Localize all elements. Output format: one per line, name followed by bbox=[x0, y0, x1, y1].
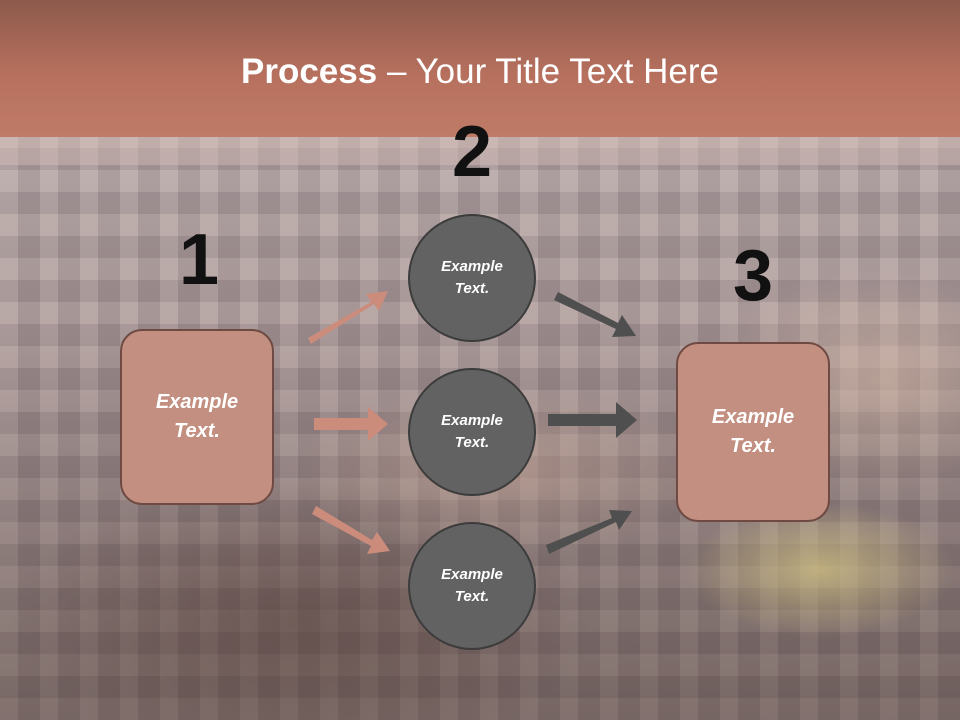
step-number-3: 3 bbox=[732, 236, 774, 316]
step-2-circle-3[interactable]: Example Text. bbox=[408, 522, 536, 650]
arrow-2a-to-3 bbox=[554, 292, 636, 337]
arrow-2b-to-3 bbox=[548, 402, 637, 438]
title-band bbox=[0, 137, 960, 165]
step-2-circle-2[interactable]: Example Text. bbox=[408, 368, 536, 496]
step-1-box[interactable]: Example Text. bbox=[120, 329, 274, 505]
step-3-text: Example Text. bbox=[711, 406, 795, 457]
step-1-text: Example Text. bbox=[155, 391, 239, 442]
step-number-1: 1 bbox=[178, 220, 220, 300]
title-bold: Process bbox=[241, 52, 378, 91]
step-2-circle-2-text: Example Text. bbox=[441, 411, 503, 452]
step-2-circle-1[interactable]: Example Text. bbox=[408, 214, 536, 342]
title-rest: – Your Title Text Here bbox=[377, 52, 719, 91]
arrow-1-to-2c bbox=[312, 506, 390, 554]
arrow-1-to-2b bbox=[314, 407, 388, 441]
step-3-box[interactable]: Example Text. bbox=[676, 342, 830, 522]
arrow-1-to-2a bbox=[308, 291, 388, 344]
slide-title: Process – Your Title Text Here bbox=[0, 52, 960, 92]
title-bar bbox=[0, 0, 960, 137]
step-2-circle-1-text: Example Text. bbox=[441, 257, 503, 298]
arrow-2c-to-3 bbox=[546, 510, 632, 554]
step-number-2: 2 bbox=[451, 112, 493, 192]
step-2-circle-3-text: Example Text. bbox=[441, 565, 503, 606]
